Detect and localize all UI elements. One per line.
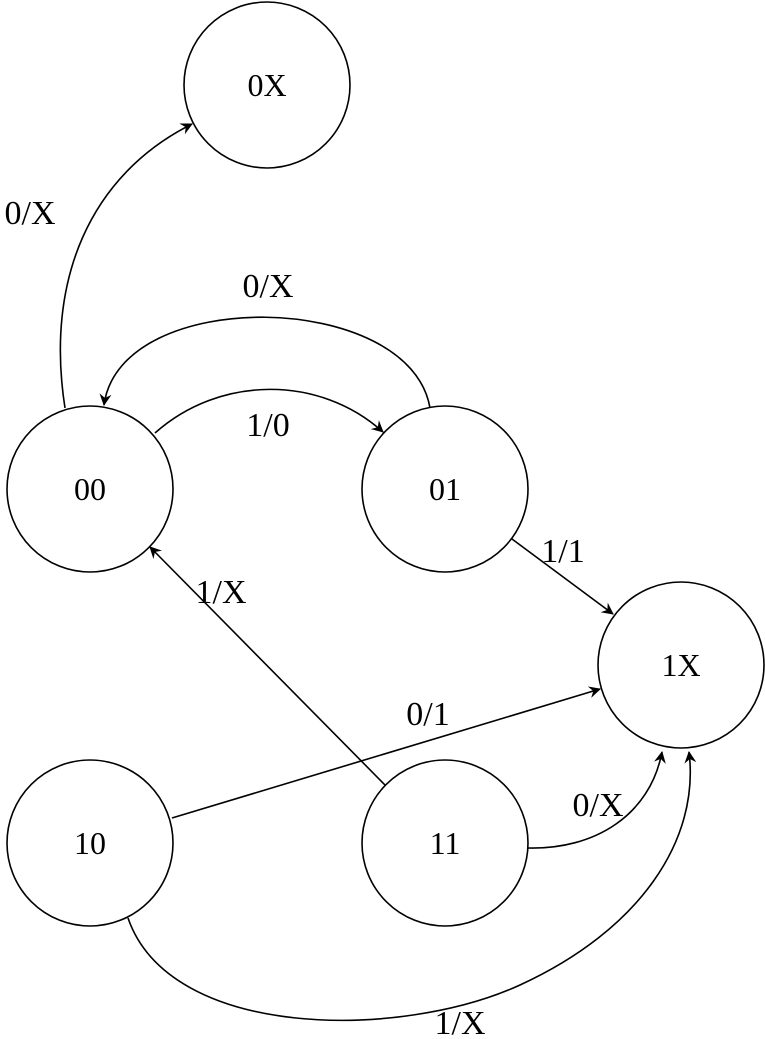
state-10-label: 10 [74, 825, 106, 861]
edge-10-to-1X-zero-path [171, 686, 601, 819]
edge-11-to-00[interactable]: 1/X [149, 546, 386, 786]
state-1X-label: 1X [661, 647, 700, 683]
edge-01-to-00-path [99, 316, 431, 409]
state-1X-circle [597, 581, 765, 749]
state-11-label: 11 [430, 825, 461, 861]
state-01-circle [361, 405, 529, 573]
edge-01-to-1X-path [511, 538, 614, 615]
state-10[interactable]: 10 [6, 759, 174, 927]
edge-00-to-0X-path [59, 123, 193, 409]
edge-10-to-1X-one[interactable]: 1/X [127, 751, 697, 1039]
state-00-circle [6, 405, 174, 573]
edge-00-to-01-label: 1/0 [246, 407, 289, 444]
edges: 0/X 1/0 0/X 1/1 1/X 0/1 0/X 1/X [5, 123, 697, 1039]
state-01-label: 01 [429, 471, 461, 507]
state-0X-circle [183, 1, 351, 169]
state-0X[interactable]: 0X [183, 1, 351, 169]
edge-00-to-0X[interactable]: 0/X [5, 123, 193, 409]
edge-11-to-1X[interactable]: 0/X [526, 751, 666, 849]
state-11-circle [361, 759, 529, 927]
state-0X-label: 0X [247, 67, 286, 103]
state-00[interactable]: 00 [6, 405, 174, 573]
edge-01-to-1X-label: 1/1 [541, 533, 584, 570]
edge-10-to-1X-zero-label: 0/1 [406, 696, 449, 733]
states: 0X 00 01 1X 10 11 [6, 1, 765, 927]
state-1X[interactable]: 1X [597, 581, 765, 749]
edge-00-to-01[interactable]: 1/0 [154, 388, 384, 444]
edge-00-to-0X-label: 0/X [5, 195, 56, 232]
state-11[interactable]: 11 [361, 759, 529, 927]
state-00-label: 00 [74, 471, 106, 507]
edge-10-to-1X-one-path [127, 751, 697, 1022]
state-10-circle [6, 759, 174, 927]
edge-11-to-00-label: 1/X [196, 574, 247, 611]
edge-01-to-00-label: 0/X [243, 268, 294, 305]
edge-11-to-1X-label: 0/X [573, 787, 624, 824]
edge-10-to-1X-one-label: 1/X [435, 1005, 486, 1039]
edge-00-to-01-path [154, 388, 384, 434]
edge-01-to-00[interactable]: 0/X [99, 268, 431, 409]
edge-11-to-00-path [149, 546, 386, 786]
edge-01-to-1X[interactable]: 1/1 [511, 533, 614, 615]
state-01[interactable]: 01 [361, 405, 529, 573]
edge-11-to-1X-path [526, 751, 666, 849]
edge-10-to-1X-zero[interactable]: 0/1 [171, 686, 601, 819]
